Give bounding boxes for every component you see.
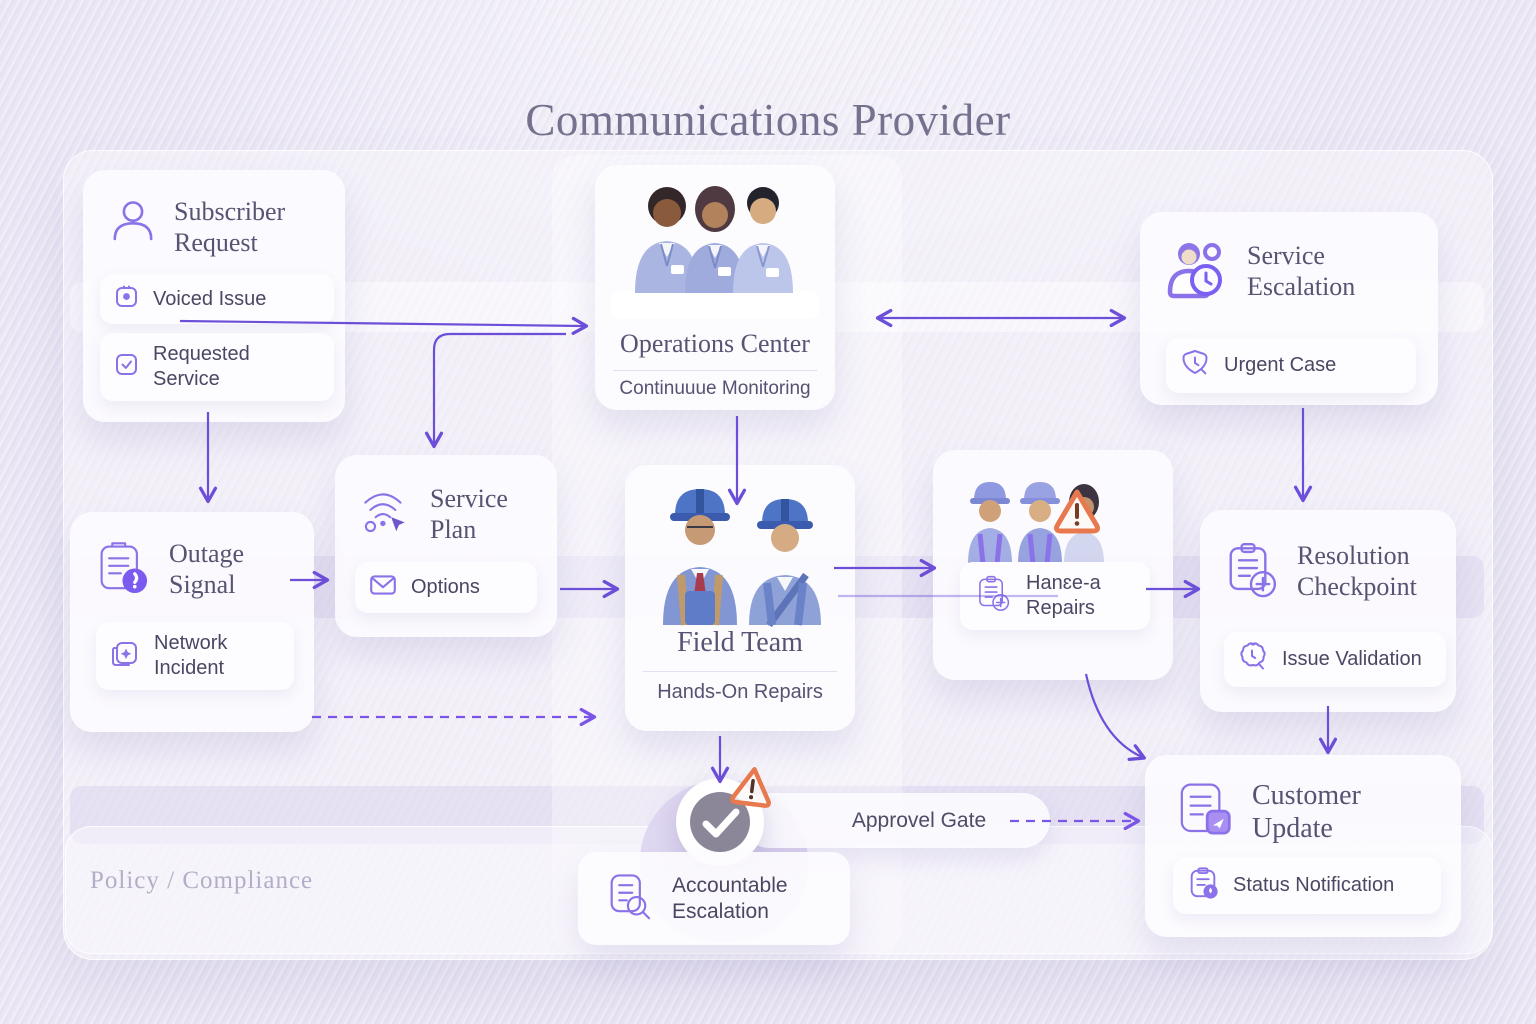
sub-item-label: Status Notification [1233, 874, 1395, 896]
seal-clock-icon [1237, 641, 1269, 678]
node-accountable-escalation: Accountable Escalation [578, 852, 850, 945]
sub-item-label: Network Incident [154, 632, 228, 679]
node-title: Outage Signal [169, 539, 245, 599]
node-subtitle: Continuuue Monitoring [619, 378, 811, 399]
shield-clock-icon [1179, 347, 1211, 384]
divider [613, 370, 817, 371]
sub-item-status-notification: Status Notification [1173, 857, 1441, 914]
clipboard-plus-icon [973, 574, 1013, 619]
node-service-escalation: Service Escalation Urgent Case [1140, 212, 1438, 405]
checkbox-icon [113, 351, 140, 383]
ticket-person-icon [113, 283, 140, 315]
node-outage-signal: Outage Signal Network Incident [70, 512, 314, 732]
person-clock-icon [1162, 240, 1232, 307]
node-title: Subscriber Request [174, 197, 286, 257]
node-title: Service Plan [430, 484, 508, 544]
sub-item-label: Urgent Case [1224, 354, 1337, 376]
node-title: Service Escalation [1247, 241, 1356, 301]
warning-triangle-icon [1049, 484, 1105, 545]
policy-lane-label: Policy / Compliance [90, 867, 314, 894]
sub-item-requested-service: Requested Service [100, 333, 334, 401]
document-magnifier-icon [604, 870, 654, 927]
page-title: Communications Provider [525, 95, 1011, 146]
sub-item-label: Voiced Issue [153, 287, 267, 310]
sub-item-label: Issue Validation [1282, 648, 1422, 670]
sub-item-urgent-case: Urgent Case [1166, 338, 1416, 393]
envelope-icon [368, 571, 398, 604]
wifi-icon [357, 483, 415, 546]
sub-item-voiced-issue: Voiced Issue [100, 274, 334, 324]
node-title: Customer Update [1252, 780, 1361, 844]
sub-item-network-incident: Network Incident [96, 622, 294, 690]
divider [643, 671, 837, 672]
node-title: Field Team [677, 627, 803, 658]
sub-item-repairs: Hanɛe-a Repairs [960, 562, 1150, 630]
sub-item-label: Requested Service [153, 343, 250, 390]
sub-item-label: Options [411, 576, 480, 598]
clipboard-drop-icon [1186, 866, 1220, 905]
sub-item-issue-validation: Issue Validation [1224, 632, 1446, 687]
node-subtitle: Hands-On Repairs [657, 681, 823, 703]
node-title: Resolution Checkpoint [1297, 541, 1417, 601]
folder-sparkle-icon [109, 638, 141, 675]
node-title: Operations Center [620, 329, 810, 358]
user-icon [107, 196, 159, 253]
node-service-plan: Service Plan Options [335, 455, 557, 637]
approval-gate-label: Approvel Gate [851, 809, 987, 832]
warning-triangle-icon [723, 759, 781, 820]
sub-item-options: Options [355, 562, 537, 613]
node-customer-update: Customer Update Status Notification [1145, 755, 1461, 937]
node-repair-crew: Hanɛe-a Repairs [933, 450, 1173, 680]
clipboard-alert-icon [92, 538, 154, 605]
field-team-illustration [635, 477, 845, 632]
sub-item-label: Hanɛe-a Repairs [1026, 572, 1101, 619]
accountable-escalation-label: Accountable Escalation [672, 873, 788, 923]
node-operations-center: Operations Center Continuuue Monitoring [595, 165, 835, 410]
node-resolution-checkpoint: Resolution Checkpoint Issue Validation [1200, 510, 1456, 712]
document-badge-icon [1173, 779, 1237, 846]
node-field-team: Field Team Hands-On Repairs [625, 465, 855, 731]
node-subscriber-request: Subscriber Request Voiced Issue Requeste… [83, 170, 345, 422]
clipboard-plus-icon [1220, 540, 1282, 607]
operations-center-illustration [605, 173, 825, 328]
node-approval-gate: Approvel Gate [742, 793, 1050, 848]
